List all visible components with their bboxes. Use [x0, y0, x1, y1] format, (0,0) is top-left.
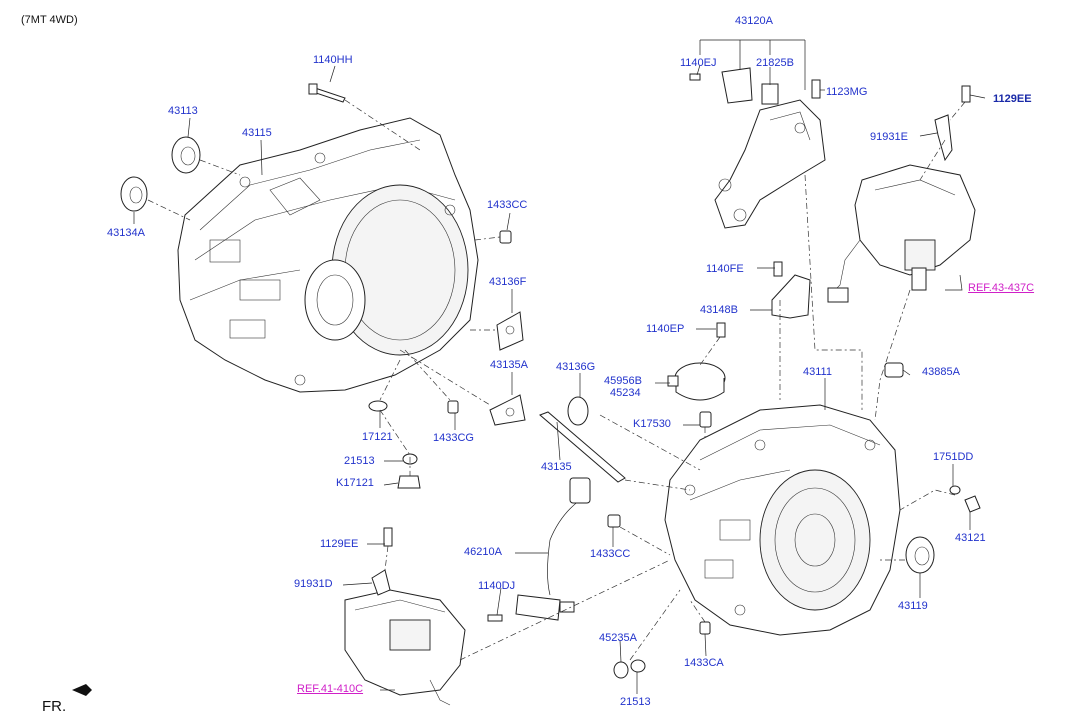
bolt-1140EJ: [689, 73, 701, 81]
label-1140EJ[interactable]: 1140EJ: [680, 57, 717, 69]
label-1433CC-mid[interactable]: 1433CC: [590, 548, 631, 560]
bolt-1129EE-left: [383, 527, 393, 547]
label-91931D[interactable]: 91931D: [294, 578, 333, 590]
oil-guide-43136F: [496, 311, 524, 351]
label-1140HH[interactable]: 1140HH: [313, 54, 353, 66]
label-K17530[interactable]: K17530: [633, 418, 671, 430]
label-91931E[interactable]: 91931E: [870, 131, 908, 143]
label-43885A[interactable]: 43885A: [922, 366, 960, 378]
fr-arrow-icon: [72, 684, 92, 696]
label-45234[interactable]: 45234: [610, 387, 641, 399]
label-1751DD[interactable]: 1751DD: [933, 451, 974, 463]
transmission-case-43111: [664, 404, 901, 636]
label-1433CC-top[interactable]: 1433CC: [487, 199, 528, 211]
label-43134A[interactable]: 43134A: [107, 227, 145, 239]
bolt-1123MG: [811, 79, 821, 99]
clip-91931E: [934, 114, 953, 162]
label-17121[interactable]: 17121: [362, 431, 393, 443]
label-1433CG[interactable]: 1433CG: [433, 432, 474, 444]
plug-45235A: [613, 661, 629, 679]
label-43121[interactable]: 43121: [955, 532, 986, 544]
front-direction-label: FR.: [42, 698, 67, 715]
label-43120A[interactable]: 43120A: [735, 15, 773, 27]
ref-link-41-410c[interactable]: REF.41-410C: [297, 683, 364, 695]
transmission-case-43115: [177, 117, 479, 393]
label-43136F[interactable]: 43136F: [489, 276, 527, 288]
leader-lines: [133, 39, 986, 694]
label-21825B[interactable]: 21825B: [756, 57, 794, 69]
label-1140EP[interactable]: 1140EP: [646, 323, 685, 335]
oil-seal-43119: [905, 536, 935, 574]
dowel-1433CC-top: [499, 230, 512, 244]
dowel-1433CC-mid: [607, 514, 621, 528]
sensor-harness-46210A: [515, 477, 591, 621]
bolt-1129EE-top: [961, 85, 971, 103]
label-43136G[interactable]: 43136G: [556, 361, 596, 373]
label-46210A[interactable]: 46210A: [464, 546, 502, 558]
washer-21513-bottom: [630, 659, 646, 673]
label-21513-left[interactable]: 21513: [344, 455, 375, 467]
label-1140DJ[interactable]: 1140DJ: [478, 580, 516, 592]
label-1140FE[interactable]: 1140FE: [706, 263, 744, 275]
label-45235A[interactable]: 45235A: [599, 632, 637, 644]
label-1129EE-top[interactable]: 1129EE: [993, 93, 1032, 105]
label-43119[interactable]: 43119: [898, 600, 928, 612]
bolt-1140FE: [773, 261, 783, 277]
label-K17121[interactable]: K17121: [336, 477, 374, 489]
oil-guide-43135A: [489, 394, 526, 426]
bolt-1140DJ: [487, 614, 503, 622]
label-1433CA[interactable]: 1433CA: [684, 657, 724, 669]
bracket-43120A: [714, 99, 826, 229]
seal-43134A: [120, 176, 148, 212]
oil-pipe-43135: [539, 411, 626, 483]
label-43135A[interactable]: 43135A: [490, 359, 528, 371]
oil-seal-43113: [171, 136, 201, 174]
label-43135[interactable]: 43135: [541, 461, 572, 473]
shift-actuator-top: [827, 164, 976, 303]
plug-K17121: [397, 475, 421, 489]
label-43111[interactable]: 43111: [803, 366, 832, 378]
label-43115[interactable]: 43115: [242, 127, 272, 139]
ref-link-43-437c[interactable]: REF.43-437C: [968, 282, 1035, 294]
part-43885A: [884, 362, 904, 378]
shift-actuator-left: [344, 589, 466, 706]
washer-1751DD: [949, 485, 961, 495]
assembly-lines: [147, 99, 966, 661]
plug-43121: [964, 495, 981, 513]
bolt-1140EP: [716, 322, 726, 338]
label-1129EE-left[interactable]: 1129EE: [320, 538, 359, 550]
label-1123MG[interactable]: 1123MG: [826, 86, 868, 98]
insulator-21825B: [761, 83, 779, 105]
label-21513-bottom[interactable]: 21513: [620, 696, 651, 708]
part-17121: [368, 400, 388, 412]
dowel-1433CG: [447, 400, 459, 414]
bracket-43148B: [771, 274, 811, 319]
label-43113[interactable]: 43113: [168, 105, 198, 117]
plate-43136G: [567, 396, 589, 426]
variant-header: (7MT 4WD): [21, 14, 78, 26]
bolt-1140HH: [308, 83, 346, 103]
bracket-part-left: [721, 67, 753, 104]
dowel-1433CA: [699, 621, 711, 635]
label-45956B[interactable]: 45956B: [604, 375, 642, 387]
sensor-45956B: [667, 362, 726, 401]
part-K17530: [699, 411, 712, 428]
clip-91931D: [371, 569, 391, 596]
label-43148B[interactable]: 43148B: [700, 304, 738, 316]
